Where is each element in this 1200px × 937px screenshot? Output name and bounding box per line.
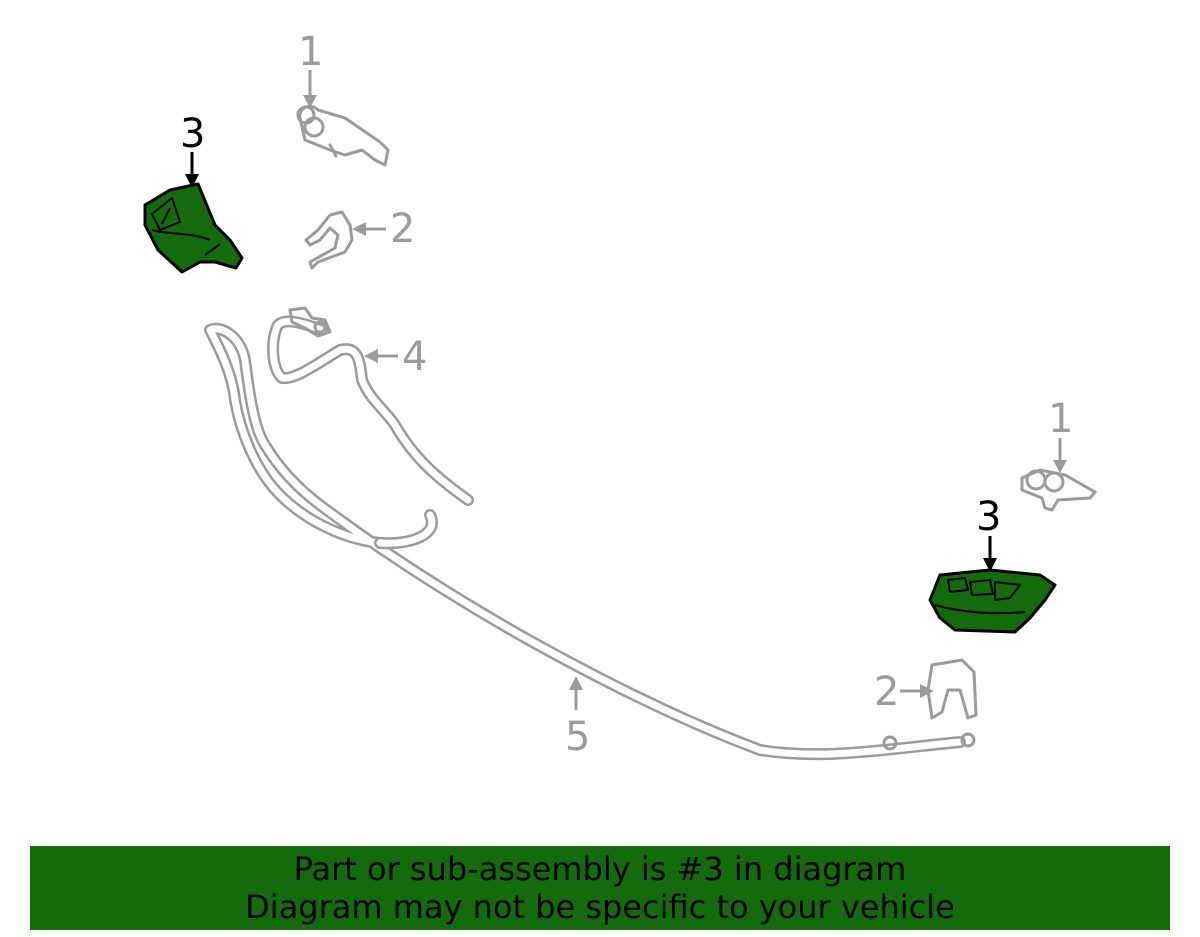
- washer-nozzle-part-3-right: [928, 568, 1057, 634]
- info-banner: Part or sub-assembly is #3 in diagram Di…: [30, 846, 1170, 930]
- banner-line-2: Diagram may not be specific to your vehi…: [245, 888, 955, 926]
- hose-4-connector: [288, 306, 332, 338]
- nozzle-part-1-top: [296, 104, 390, 167]
- arrowhead-2-right: [920, 684, 934, 698]
- banner-line-1: Part or sub-assembly is #3 in diagram: [293, 850, 907, 888]
- hose-end-connector: [882, 732, 976, 751]
- clip-part-2-right: [926, 658, 978, 720]
- callout-3-left: 3: [180, 111, 205, 157]
- arrowhead-3-left: [185, 174, 199, 188]
- arrowhead-1-right: [1053, 460, 1067, 473]
- clip-part-2-top: [304, 210, 354, 270]
- hose-part-5: [204, 322, 966, 761]
- nozzle-part-1-right: [1020, 468, 1097, 512]
- callout-1-top: 1: [298, 29, 323, 75]
- arrowhead-4: [364, 349, 378, 363]
- arrowhead-2-top: [352, 222, 366, 236]
- callout-5: 5: [565, 714, 590, 760]
- hose-part-4: [267, 315, 474, 506]
- callout-3-right: 3: [976, 494, 1001, 540]
- callout-1-right: 1: [1048, 396, 1073, 442]
- callout-2-top: 2: [390, 206, 415, 252]
- callout-4: 4: [402, 334, 427, 380]
- washer-nozzle-part-3-left: [143, 182, 244, 274]
- callout-2-right: 2: [874, 669, 899, 715]
- arrowhead-5: [569, 676, 583, 690]
- arrowhead-3-right: [983, 558, 997, 572]
- arrowhead-1-top: [303, 95, 317, 108]
